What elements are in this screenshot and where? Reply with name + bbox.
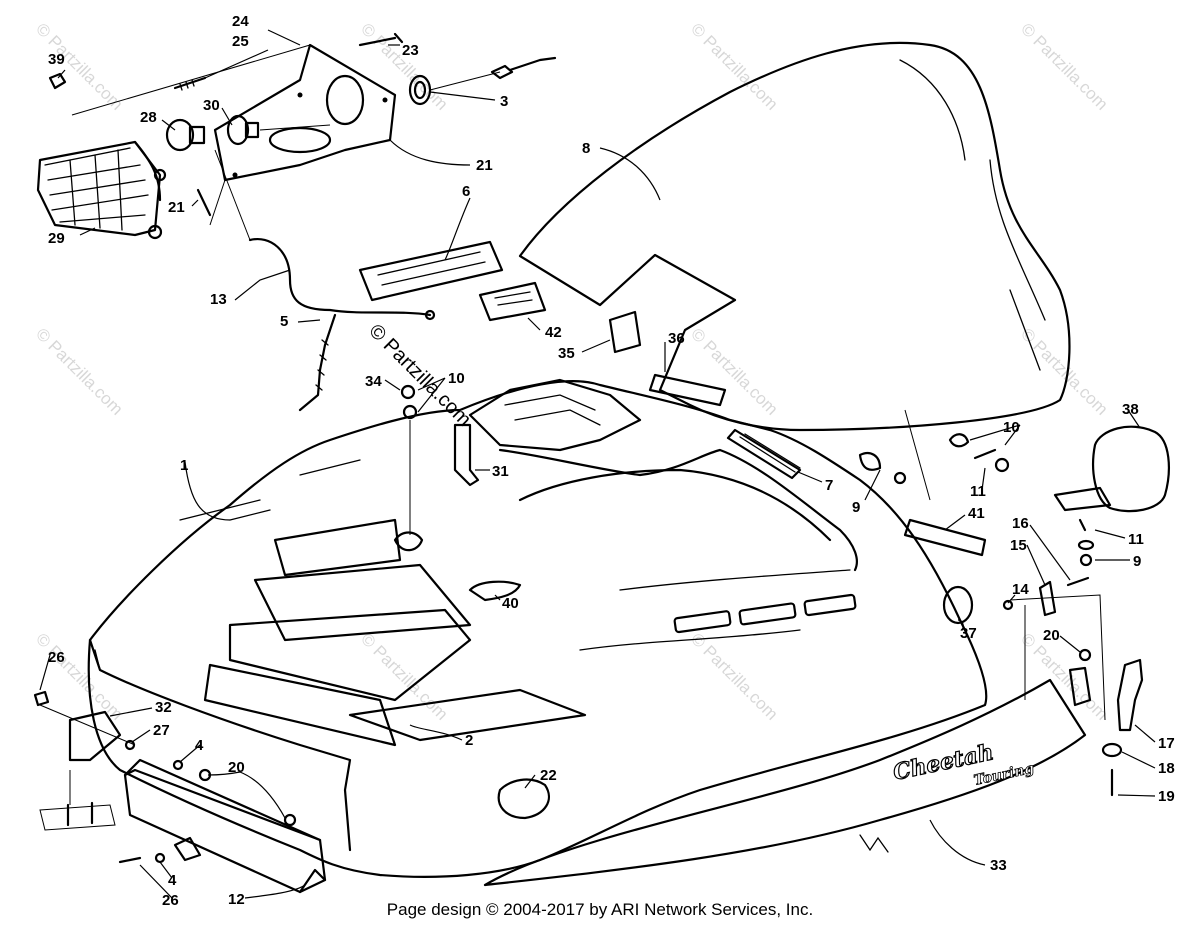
watermark: © Partzilla.com — [357, 629, 451, 723]
callout: 29 — [48, 230, 65, 247]
callout: 9 — [852, 499, 860, 516]
callout: 2 — [465, 732, 473, 749]
callout: 23 — [402, 42, 419, 59]
callout: 25 — [232, 33, 249, 50]
callout: 28 — [140, 109, 157, 126]
bumper-assembly — [33, 690, 327, 894]
callout: 21 — [168, 199, 185, 216]
callout: 38 — [1122, 401, 1139, 418]
callout: 11 — [970, 483, 986, 500]
decals — [358, 240, 987, 625]
callout: 26 — [48, 649, 65, 666]
callout: 7 — [825, 477, 833, 494]
callout: 33 — [990, 857, 1007, 874]
callout: 35 — [558, 345, 575, 362]
callout: 9 — [1133, 553, 1141, 570]
callout: 26 — [162, 892, 179, 909]
callout: 40 — [502, 595, 519, 612]
callout: 37 — [960, 625, 977, 642]
watermark: © Partzilla.com — [687, 629, 781, 723]
callouts: 39 24 25 23 3 28 30 21 29 21 13 5 6 8 42… — [48, 13, 1175, 909]
watermark: © Partzilla.com — [357, 19, 451, 113]
callout: 20 — [1043, 627, 1060, 644]
callout: 22 — [540, 767, 557, 784]
callout: 30 — [203, 97, 220, 114]
watermark: © Partzilla.com — [1017, 629, 1111, 723]
hood — [87, 378, 988, 878]
callout: 17 — [1158, 735, 1175, 752]
callout: 10 — [448, 370, 465, 387]
callout: 4 — [195, 737, 204, 754]
callout: 21 — [476, 157, 493, 174]
watermark: © Partzilla.com — [32, 324, 126, 418]
watermark: © Partzilla.com — [1017, 324, 1111, 418]
callout: 41 — [968, 505, 985, 522]
callout: 11 — [1128, 531, 1144, 548]
footer-credit: Page design © 2004-2017 by ARI Network S… — [386, 900, 814, 919]
callout: 18 — [1158, 760, 1175, 777]
callout: 39 — [48, 51, 65, 68]
windshield — [518, 41, 1071, 432]
callout: 19 — [1158, 788, 1175, 805]
callout: 1 — [180, 457, 188, 474]
callout: 12 — [228, 891, 245, 908]
callout: 36 — [668, 330, 685, 347]
callout: 10 — [1003, 419, 1020, 436]
watermark: © Partzilla.com — [687, 324, 781, 418]
callout: 20 — [228, 759, 245, 776]
callout: 14 — [1012, 581, 1029, 598]
callout: 16 — [1012, 515, 1029, 532]
callout: 3 — [500, 93, 508, 110]
callout: 6 — [462, 183, 470, 200]
callout: 34 — [365, 373, 382, 390]
callout: 13 — [210, 291, 227, 308]
callout: 15 — [1010, 537, 1027, 554]
callout: 27 — [153, 722, 170, 739]
watermark: © Partzilla.com — [1017, 19, 1111, 113]
callout: 31 — [492, 463, 509, 480]
watermark: © Partzilla.com — [32, 19, 126, 113]
callout: 8 — [582, 140, 590, 157]
callout: 5 — [280, 313, 288, 330]
watermark: © Partzilla.com — [687, 19, 781, 113]
callout: 32 — [155, 699, 172, 716]
mirror-assembly — [1002, 425, 1170, 797]
callout: 42 — [545, 324, 562, 341]
callout: 4 — [168, 872, 177, 889]
leader-lines — [39, 29, 1156, 899]
hood-hardware — [393, 384, 1010, 552]
callout: 24 — [232, 13, 249, 30]
